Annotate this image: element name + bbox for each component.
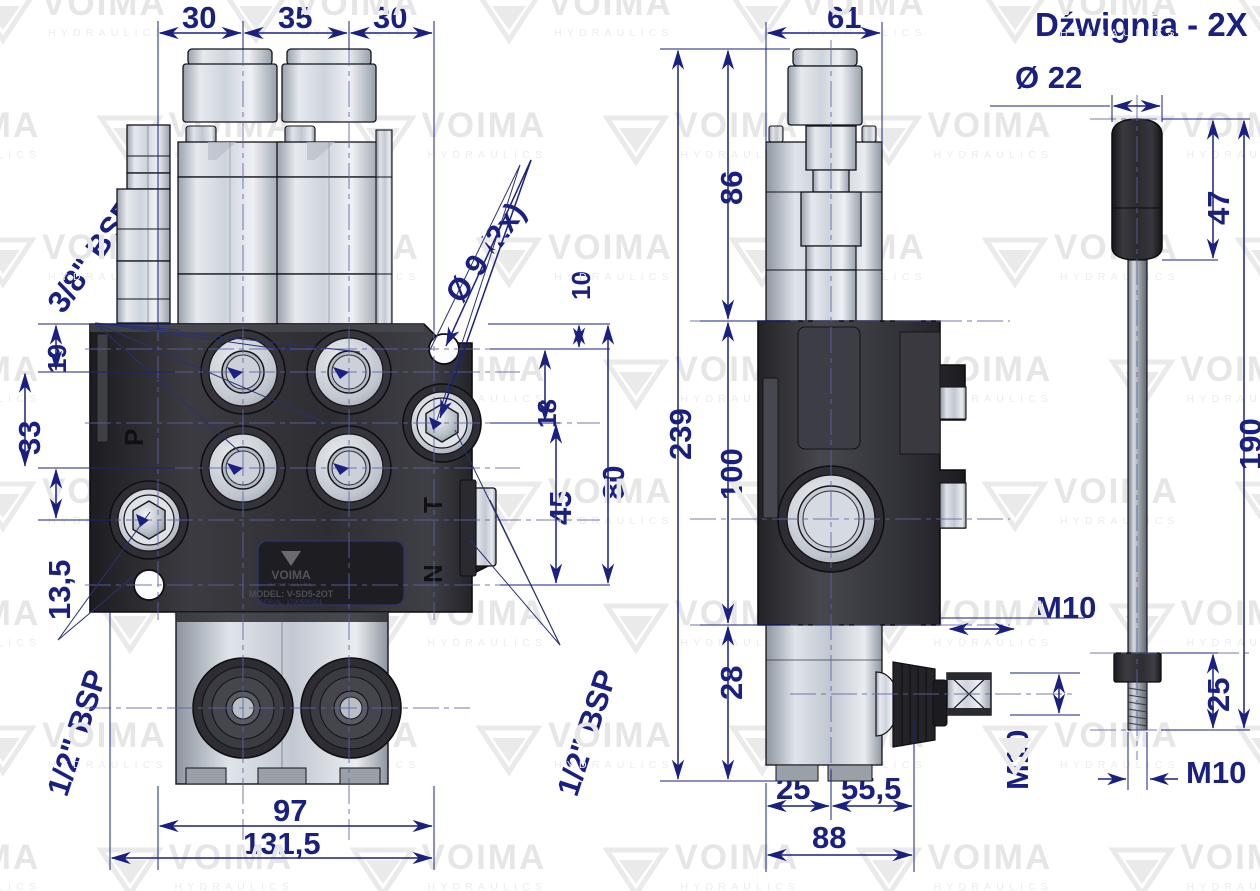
nameplate-serial: SERIAL: 1730500301 [260, 599, 323, 606]
front-view-geometry: P T N [89, 48, 497, 785]
nameplate-model: MODEL: V-SD5-2OT [249, 589, 334, 599]
bottom-port-block [175, 611, 402, 785]
dim-side-88: 88 [812, 820, 847, 855]
port-mark-P: P [119, 429, 149, 446]
lever-boot [875, 661, 992, 748]
spool-assembly-upper [177, 48, 393, 325]
nameplate-brand: VOIMA [271, 568, 311, 582]
relief-valve-stack [116, 124, 171, 324]
lever-diameter: Ø 22 [1015, 60, 1083, 95]
lever-title: Dźwignia - 2X [1035, 6, 1248, 43]
side-view-geometry [757, 48, 992, 782]
port-mark-N: N [418, 564, 448, 583]
port-mark-T: T [418, 497, 448, 513]
